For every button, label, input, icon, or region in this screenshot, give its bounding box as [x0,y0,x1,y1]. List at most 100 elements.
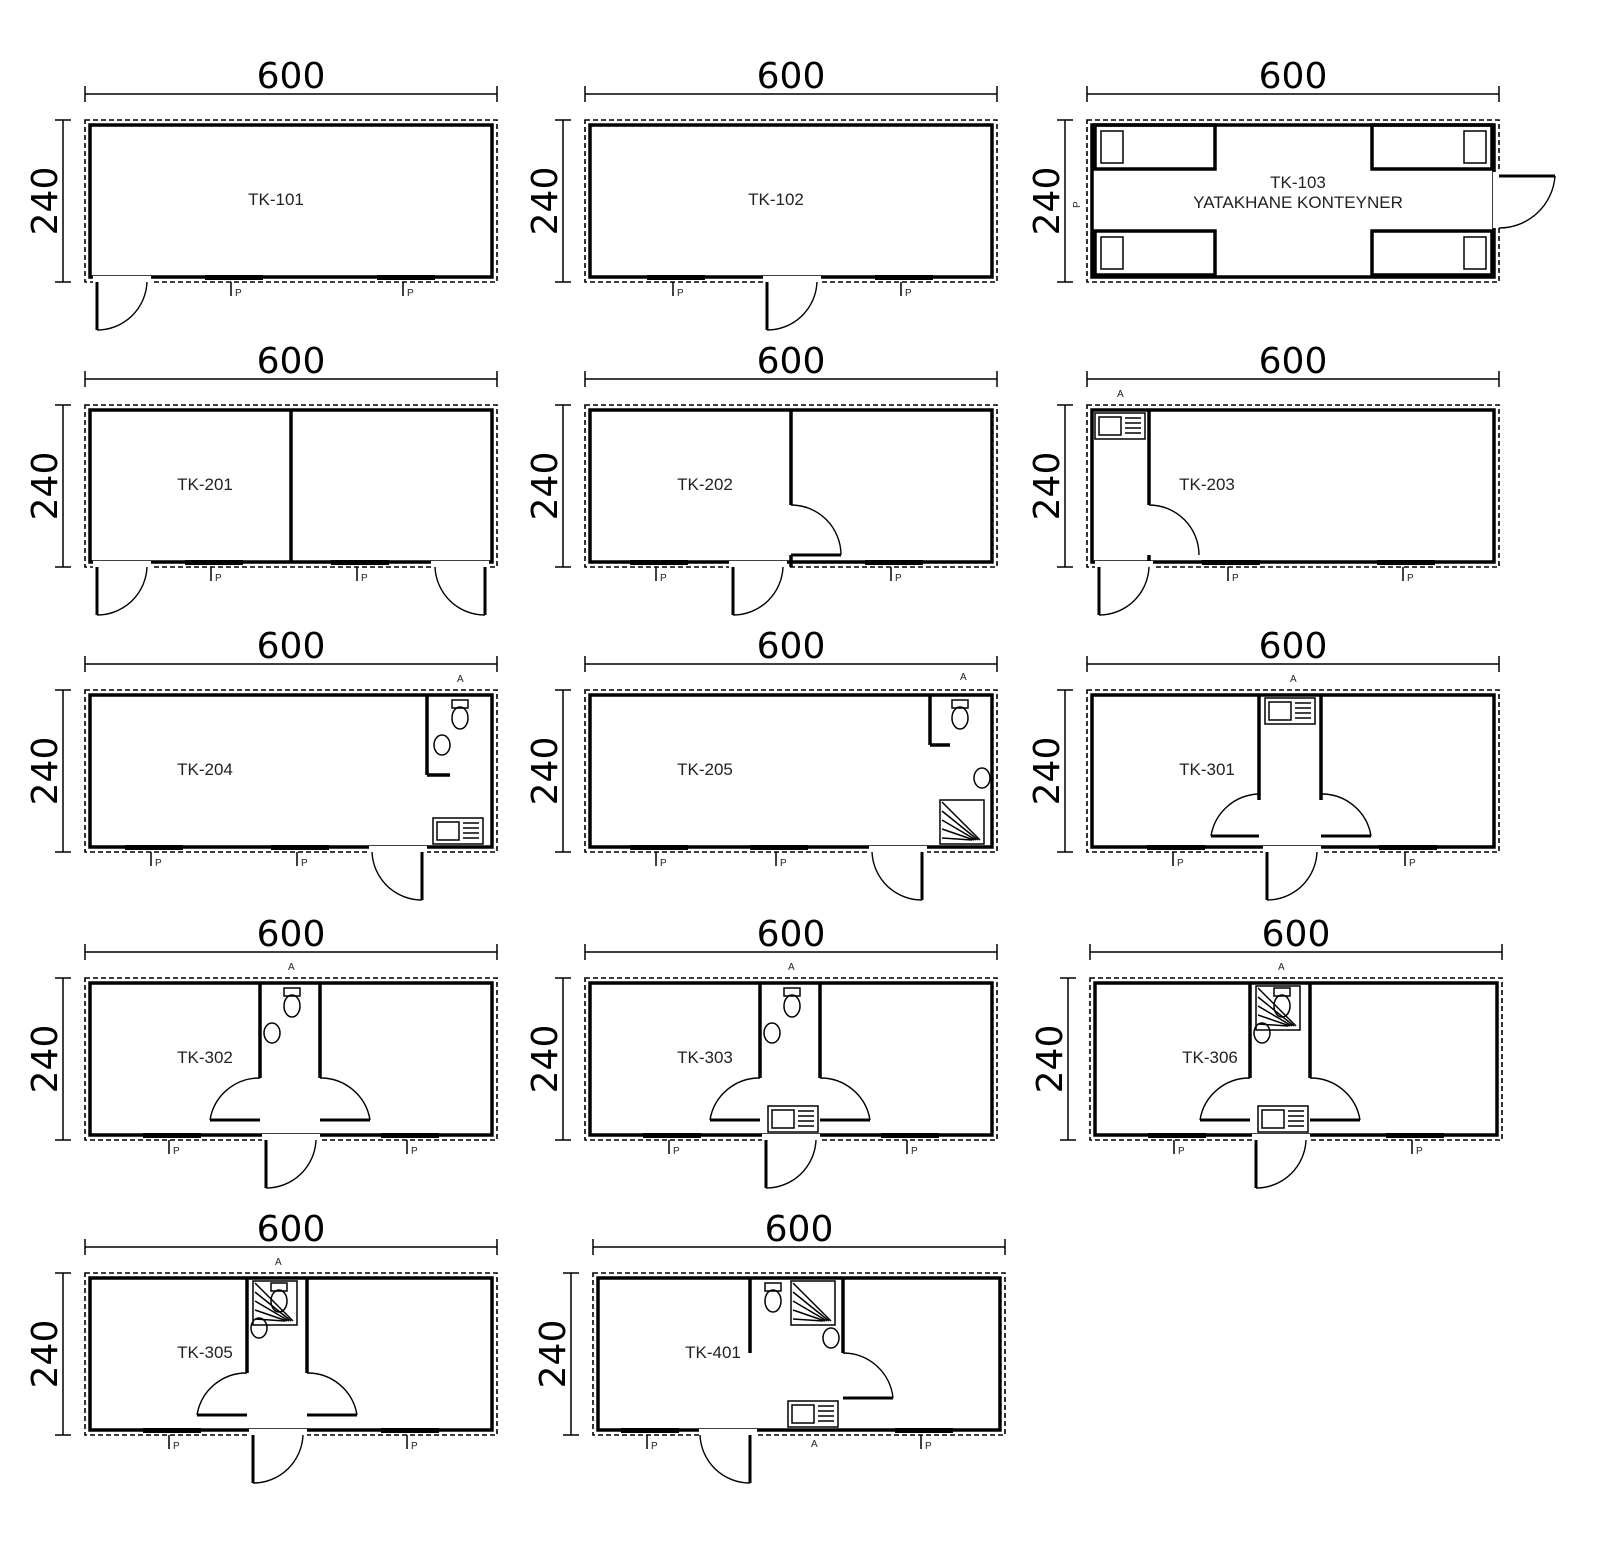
door-swing-arc [699,1434,751,1484]
width-dimension-label: 240 [25,737,66,806]
window-marker: P [1416,1146,1423,1157]
toilet-bowl [283,994,301,1018]
sink-basin [436,821,460,841]
bed-frame [1370,123,1494,171]
door-opening [262,1134,320,1144]
shower-line [254,1318,286,1322]
width-dimension-label: 240 [25,452,66,521]
plan-code-label: TK-401 [685,1343,741,1362]
door-swing-arc [842,1352,894,1399]
washbasin-icon [263,1022,281,1044]
window [875,275,933,280]
outer-wall [592,1272,1006,1436]
bed-icon [1093,123,1217,171]
bed-frame [1093,123,1217,171]
window-marker: P [895,573,902,584]
side-window-marker: P [1072,201,1083,208]
fixture-marker: A [788,962,795,973]
outer-wall [584,977,998,1141]
window-marker: P [215,573,222,584]
shower-line [1257,996,1295,1027]
door-swing-arc [96,566,148,616]
toilet-icon [764,1282,782,1313]
plan-code-label: TK-103 [1270,173,1326,192]
window-marker: P [660,858,667,869]
length-dimension-label: 600 [1262,914,1331,955]
window [377,275,435,280]
plan-code-label: TK-203 [1179,475,1235,494]
door-opening [93,276,151,286]
length-dimension-label: 600 [757,56,826,97]
door-swing-arc [434,566,486,616]
bed-frame [1370,229,1494,277]
length-dimension-label: 600 [257,1209,326,1250]
window-marker: P [660,573,667,584]
washbasin-icon [250,1317,268,1339]
length-dimension-label: 600 [757,626,826,667]
shower-line [254,1291,292,1322]
plan-code-label: TK-303 [677,1048,733,1067]
inner-wall [1090,693,1496,849]
toilet-icon [783,987,801,1018]
fixture-marker: A [457,674,464,685]
shower-icon [939,799,985,845]
sink-basin [1268,701,1292,721]
shower-line [254,1300,290,1322]
inner-wall [1093,981,1499,1137]
shower-icon [252,1280,298,1326]
outer-wall [84,404,498,568]
sink-counter [432,817,484,845]
inner-wall [88,693,494,849]
door-opening [1263,846,1321,856]
door-swing-arc [732,566,784,616]
pillow [1100,236,1124,270]
door-swing-arc [96,281,148,331]
washbasin-icon [973,767,991,789]
shower-line [1257,1005,1293,1027]
sink-icon [432,817,484,845]
shower-line [792,1309,826,1322]
fixture-marker: A [960,672,967,683]
door-opening [1493,172,1503,228]
window [750,845,808,850]
plan-subtitle-label: YATAKHANE KONTEYNER [1193,193,1403,212]
door-swing-arc [196,1372,248,1416]
width-dimension-label: 240 [25,1025,66,1094]
door-swing-arc [306,1372,358,1416]
outer-wall [84,689,498,853]
shower-tray [939,799,985,845]
length-dimension-label: 600 [257,56,326,97]
window-marker: P [1232,573,1239,584]
toilet-tank [951,699,969,709]
door-swing-arc [1199,1077,1251,1121]
window-marker: P [905,288,912,299]
window [895,1428,953,1433]
plan-code-label: TK-101 [248,190,304,209]
washbasin-icon [1253,1022,1271,1044]
window [331,560,389,565]
sink-counter [1257,1105,1309,1133]
washbasin-icon [763,1022,781,1044]
door-swing-arc [709,1077,761,1121]
window [271,845,329,850]
door-swing-arc [1498,175,1556,229]
inner-wall [88,123,494,279]
door-swing-arc [1148,504,1200,556]
toilet-tank [783,987,801,997]
sink-icon [1094,412,1146,440]
window-marker: P [173,1441,180,1452]
window [205,275,263,280]
door-swing-arc [371,851,423,901]
toilet-bowl [783,994,801,1018]
inner-wall [88,981,494,1137]
shower-tray [790,1280,836,1326]
window [865,560,923,565]
bed-icon [1093,229,1217,277]
sink-basin [1098,416,1122,436]
door-swing-arc [790,504,842,556]
